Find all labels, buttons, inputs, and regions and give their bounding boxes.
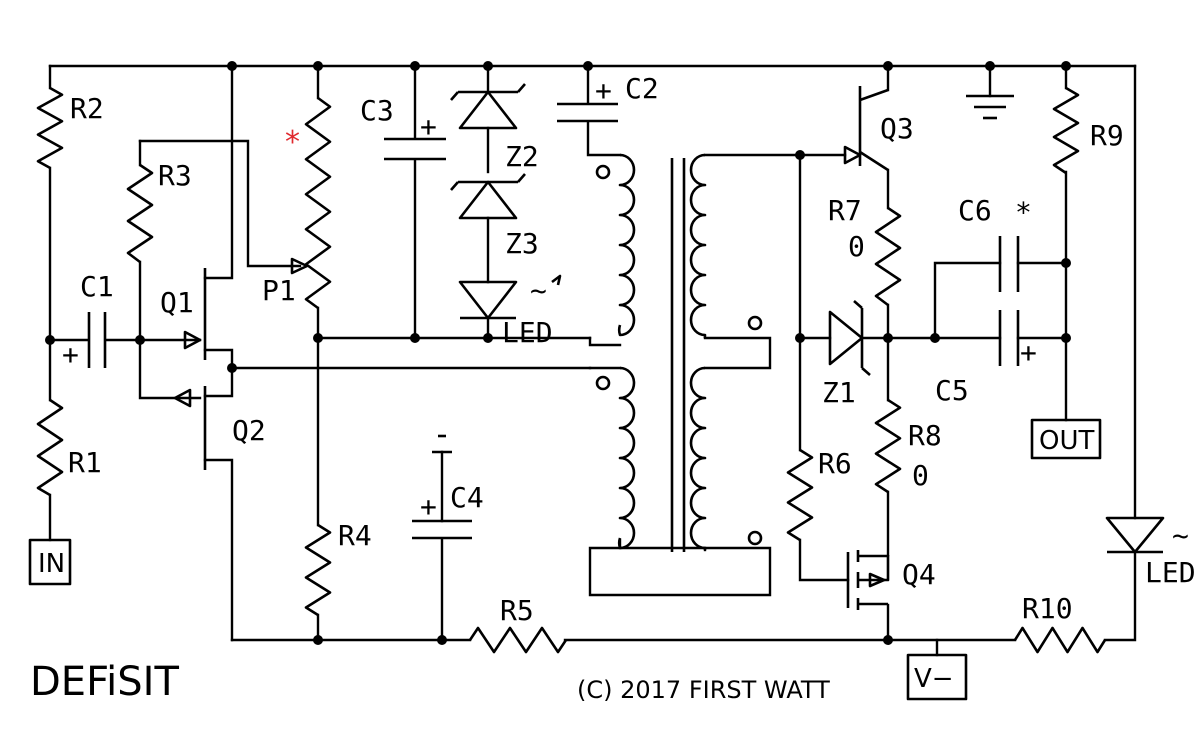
- label-r2: R2: [70, 92, 104, 125]
- terminal-out: OUT: [1030, 418, 1102, 460]
- label-r4: R4: [338, 519, 372, 552]
- c3-plus-mark: +: [420, 110, 437, 143]
- resistor-r5: [468, 626, 568, 654]
- zener-z1: [828, 300, 871, 376]
- led-left: [458, 280, 518, 320]
- mosfet-q4: [846, 550, 890, 610]
- capacitor-c1: [87, 312, 107, 368]
- component-labels: R2 R3 C1 Q1 P1 C3 Z2 Z3 LED C2 R1 Q2 R4 …: [68, 72, 1196, 627]
- label-r1: R1: [68, 446, 102, 479]
- resistor-r10: [1013, 626, 1107, 654]
- polarity-marks: + + + + + * * ~ ~: [62, 74, 1189, 552]
- p1-star-mark: *: [285, 125, 300, 160]
- label-r6: R6: [818, 447, 852, 480]
- label-r8-value: 0: [912, 459, 929, 492]
- c4-plus-mark: +: [420, 490, 437, 523]
- label-z1: Z1: [822, 376, 856, 409]
- transformer: [595, 153, 763, 552]
- resistor-r1: [36, 398, 64, 497]
- resistor-r2: [36, 86, 64, 170]
- capacitor-c4: [412, 434, 472, 540]
- c6-star-mark: *: [1015, 196, 1032, 229]
- label-p1: P1: [262, 274, 296, 307]
- label-q1: Q1: [160, 286, 194, 319]
- jfet-q2: [173, 386, 207, 470]
- label-r3: R3: [158, 159, 192, 192]
- label-c6: C6: [958, 194, 992, 227]
- label-r10: R10: [1022, 592, 1073, 625]
- label-led-right: LED: [1145, 556, 1196, 589]
- led-left-light-mark: ~: [530, 274, 547, 307]
- capacitor-c3: [384, 137, 446, 161]
- label-z2: Z2: [505, 140, 539, 173]
- c5-plus-mark: +: [1020, 336, 1037, 369]
- resistor-r3: [126, 163, 154, 264]
- label-z3: Z3: [505, 227, 539, 260]
- resistor-r7: [874, 206, 902, 307]
- label-c4: C4: [450, 481, 484, 514]
- capacitor-c5: [998, 310, 1020, 366]
- resistor-r6: [786, 448, 814, 542]
- zener-z2: [450, 83, 526, 130]
- terminal-out-label: OUT: [1039, 426, 1094, 456]
- bjt-q3: [843, 86, 889, 172]
- resistor-r4: [304, 523, 332, 617]
- label-c1: C1: [80, 270, 114, 303]
- zener-z3: [450, 173, 526, 220]
- capacitor-c6: [998, 236, 1020, 292]
- c1-plus-mark: +: [62, 338, 79, 371]
- resistor-r8: [874, 398, 902, 494]
- diagram-title: DEFiSIT: [30, 659, 179, 705]
- label-r7: R7: [828, 194, 862, 227]
- resistors: [36, 86, 1107, 654]
- terminal-vminus-label: V−: [914, 664, 954, 694]
- label-r7-value: 0: [848, 230, 865, 263]
- label-q2: Q2: [232, 414, 266, 447]
- label-c2: C2: [625, 72, 659, 105]
- led-right-light-mark: ~: [1172, 519, 1189, 552]
- capacitors: [87, 102, 1020, 540]
- label-q3: Q3: [880, 112, 914, 145]
- capacitor-c2: [557, 102, 618, 123]
- label-r5: R5: [500, 594, 534, 627]
- led-right: [1105, 516, 1165, 554]
- transistors: [173, 86, 890, 610]
- diodes: [450, 83, 1165, 554]
- label-r9: R9: [1090, 119, 1124, 152]
- label-q4: Q4: [902, 558, 936, 591]
- copyright-notice: (C) 2017 FIRST WATT: [577, 676, 830, 704]
- terminal-in: IN: [28, 538, 72, 586]
- label-c3: C3: [360, 94, 394, 127]
- label-c5: C5: [935, 374, 969, 407]
- potentiometer-p1: [304, 96, 332, 310]
- p1-wiper-arrow: [290, 257, 309, 275]
- wires: [48, 64, 1137, 657]
- terminal-in-label: IN: [38, 549, 65, 579]
- resistor-r9: [1052, 86, 1080, 175]
- led-left-light-arrow-icon: [551, 274, 562, 286]
- jfet-q1: [183, 268, 207, 360]
- c2-plus-mark: +: [595, 74, 612, 107]
- junction-dots: [45, 61, 1071, 645]
- label-led-left: LED: [502, 316, 553, 349]
- label-r8: R8: [908, 419, 942, 452]
- ground-symbol: [966, 94, 1014, 120]
- terminal-vminus: V−: [906, 653, 968, 701]
